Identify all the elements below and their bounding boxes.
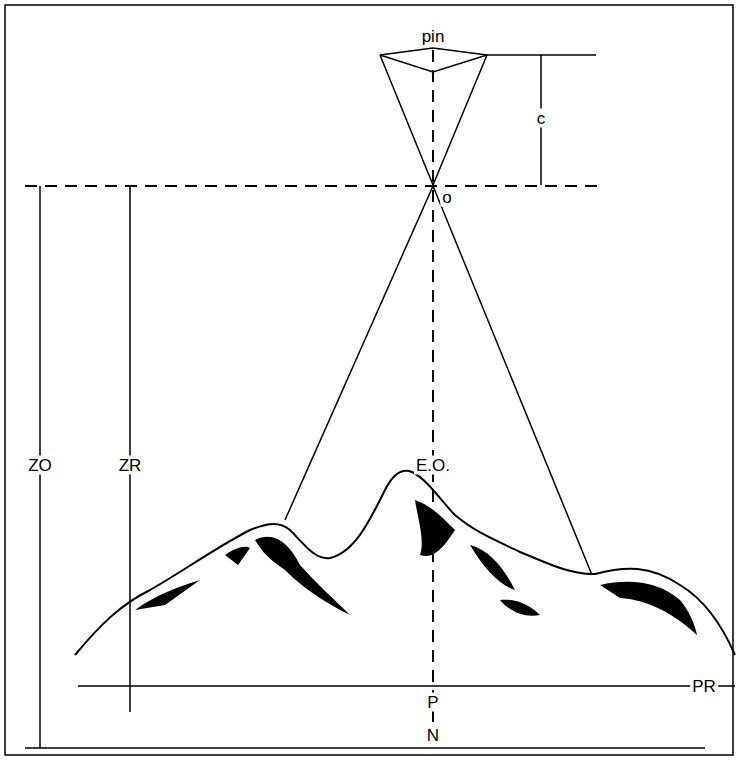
focal-length-label: c bbox=[535, 109, 548, 128]
reference-planes bbox=[25, 686, 735, 748]
relative-height-label: ZR bbox=[117, 456, 144, 475]
pin-label: pin bbox=[420, 27, 447, 46]
dashed-axes bbox=[25, 50, 598, 746]
frame bbox=[5, 5, 733, 755]
flying-height-label: ZO bbox=[26, 456, 54, 475]
projection-center-label: o bbox=[440, 188, 453, 207]
nadir-label: N bbox=[425, 726, 441, 745]
focal-length-dimension bbox=[487, 55, 596, 185]
point-label: P bbox=[425, 693, 440, 712]
mountain-terrain bbox=[75, 471, 735, 655]
plane-label: PR bbox=[690, 677, 718, 696]
exterior-orientation-label: E.O. bbox=[414, 456, 452, 475]
view-rays bbox=[285, 186, 592, 575]
